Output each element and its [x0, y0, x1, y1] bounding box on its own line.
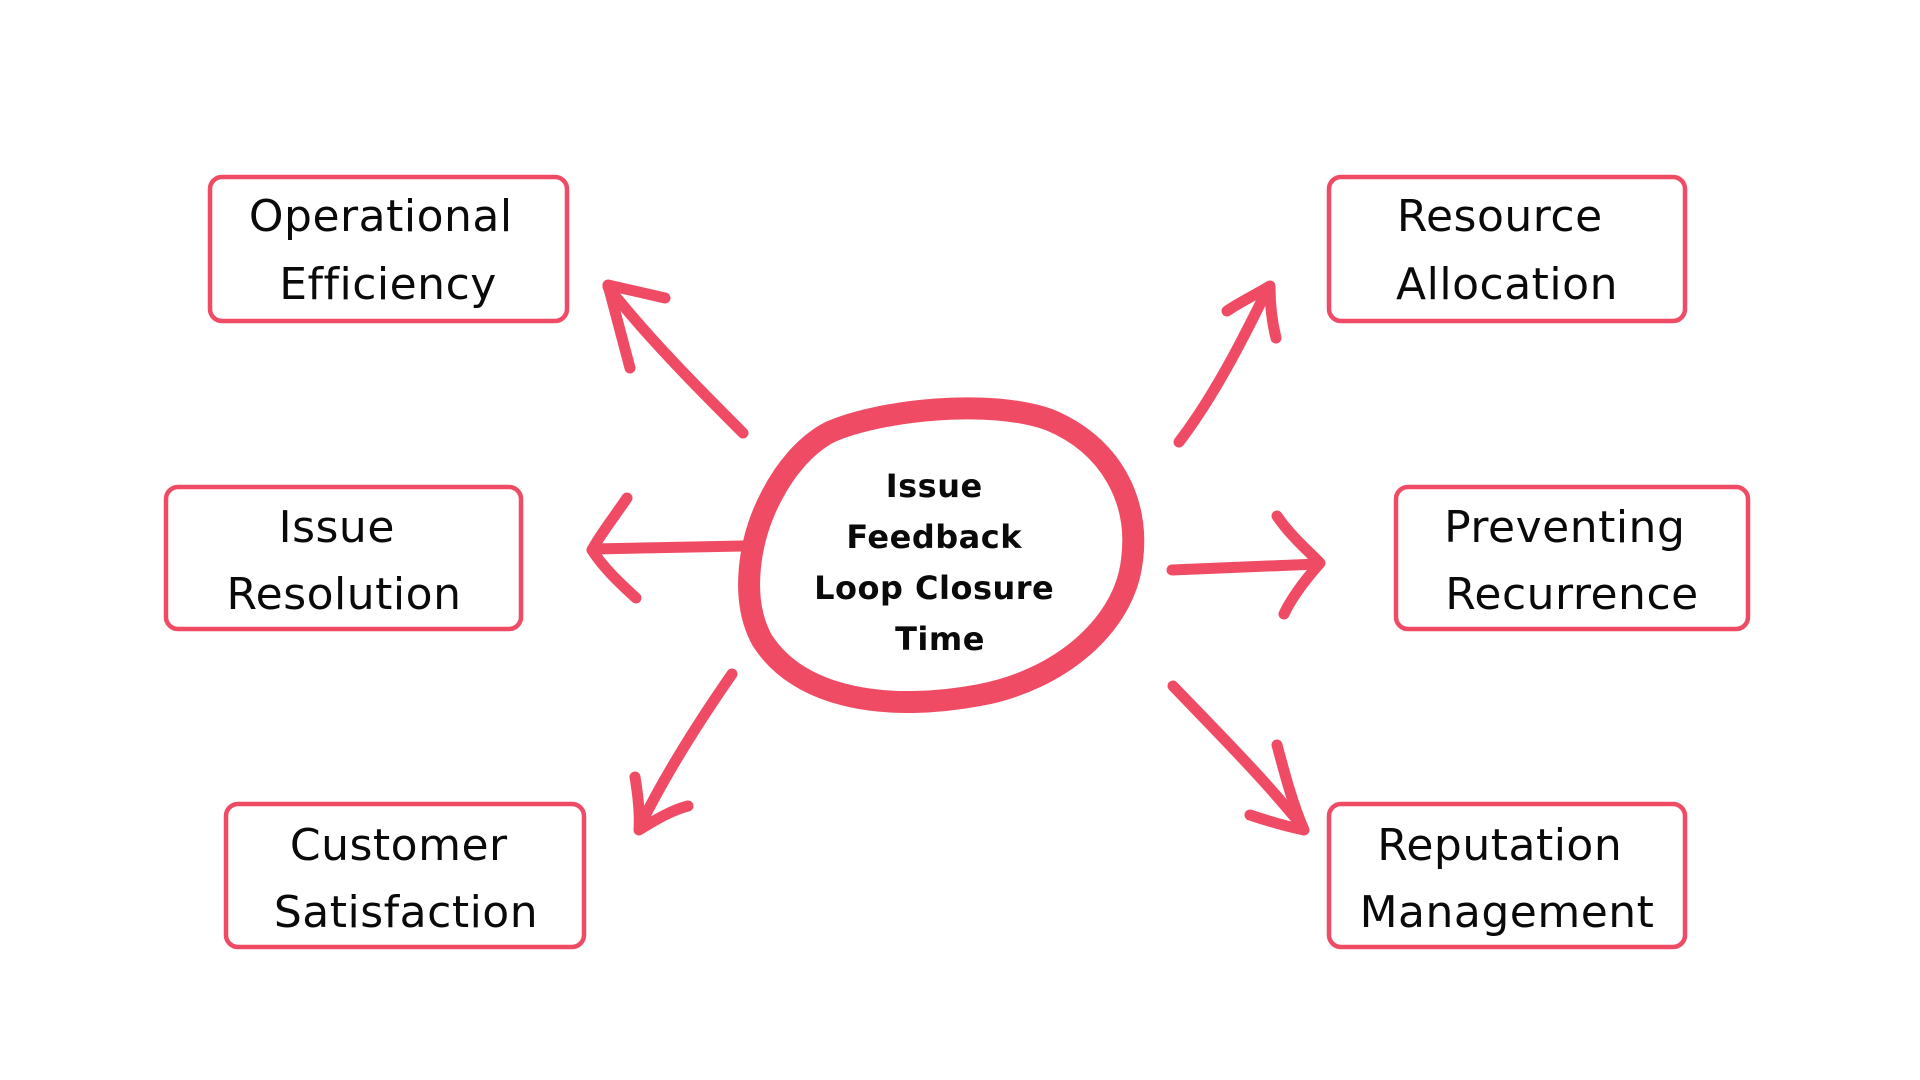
center-label-line: Time	[895, 620, 985, 658]
node-box	[223, 801, 587, 950]
node-label-line: Resolution	[227, 569, 462, 620]
node-label-line: Customer	[290, 820, 508, 871]
node-label: Customer Satisfaction	[274, 820, 538, 938]
node-label-line: Allocation	[1396, 259, 1618, 310]
node-label-line: Management	[1360, 887, 1655, 938]
node-label-line: Efficiency	[279, 259, 497, 310]
node-label-line: Satisfaction	[274, 887, 538, 938]
node-box	[1393, 484, 1751, 632]
node-label: Reputation Management	[1360, 820, 1655, 938]
node-label-line: Issue	[279, 502, 395, 553]
arrow-up-left	[602, 279, 749, 439]
node-box	[1326, 801, 1688, 950]
node-reputation-management: Reputation Management	[1326, 801, 1688, 950]
node-label: Resource Allocation	[1396, 191, 1618, 310]
center-label-line: Issue	[886, 467, 983, 505]
center-label-line: Feedback	[846, 518, 1022, 556]
center-label: Issue Feedback Loop Closure Time	[814, 467, 1066, 658]
node-label: Operational Efficiency	[249, 191, 527, 310]
arrow-up-right	[1173, 280, 1282, 448]
node-label-line: Reputation	[1377, 820, 1622, 871]
arrow-down-left	[629, 668, 738, 836]
node-label: Issue Resolution	[227, 502, 462, 620]
node-customer-satisfaction: Customer Satisfaction	[223, 801, 587, 950]
node-operational-efficiency: Operational Efficiency	[207, 174, 570, 324]
node-label-line: Operational	[249, 191, 513, 242]
center-node: Issue Feedback Loop Closure Time	[738, 397, 1145, 714]
node-issue-resolution: Issue Resolution	[163, 484, 524, 632]
node-box	[207, 174, 570, 324]
node-resource-allocation: Resource Allocation	[1326, 174, 1688, 324]
node-box	[163, 484, 524, 632]
node-label-line: Preventing	[1444, 502, 1685, 553]
node-box	[1326, 174, 1688, 324]
center-label-line: Loop Closure	[814, 569, 1054, 607]
arrow-left	[586, 492, 749, 604]
arrow-down-right	[1167, 680, 1310, 836]
node-label-line: Resource	[1397, 191, 1603, 242]
arrow-right	[1166, 510, 1326, 620]
node-preventing-recurrence: Preventing Recurrence	[1393, 484, 1751, 632]
node-label: Preventing Recurrence	[1444, 502, 1700, 620]
node-label-line: Recurrence	[1445, 569, 1698, 620]
center-ellipse	[738, 397, 1145, 714]
